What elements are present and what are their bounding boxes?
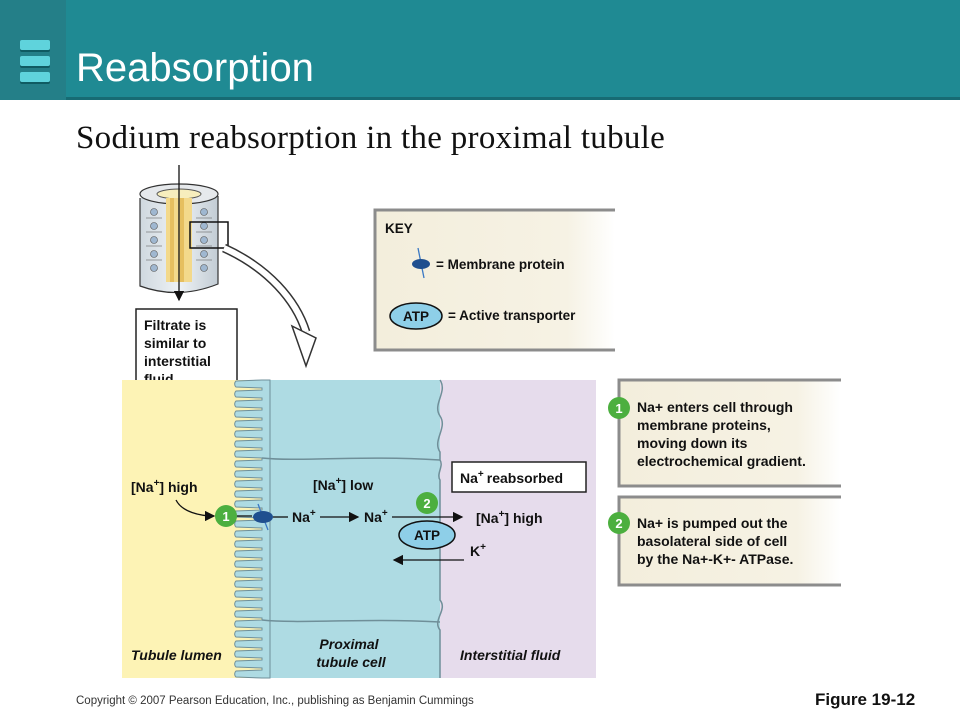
key-active-transporter: = Active transporter (448, 308, 576, 323)
slide-title: Reabsorption (76, 46, 314, 90)
step-2-badge (608, 512, 630, 534)
step-2-marker (416, 492, 438, 514)
label-tubule-cell: tubule cell (316, 654, 386, 670)
filtrate-line: Filtrate is (144, 317, 206, 333)
title-rule (66, 97, 960, 100)
figure-number: Figure 19-12 (815, 690, 916, 709)
tubule-lumen-region (122, 380, 262, 678)
step-2-line: Na+ is pumped out the (637, 515, 788, 531)
svg-text:2: 2 (423, 496, 430, 511)
tubule-illustration (139, 165, 317, 369)
step-2-line: basolateral side of cell (637, 533, 787, 549)
step-1-line: membrane proteins, (637, 417, 771, 433)
key-atp-symbol: ATP (403, 309, 429, 324)
key-heading: KEY (385, 221, 413, 236)
k-ion: K+ (470, 542, 486, 559)
na-high-lumen: [Na+] high (131, 478, 198, 495)
na-ion-cell: Na+ (364, 508, 388, 525)
tissue-diagram: [Na+] high [Na+] low Na+reabsorbed 1 Na+… (122, 379, 596, 679)
active-transporter-icon (389, 302, 443, 330)
key-box: KEY = Membrane protein ATP = Active tran… (373, 208, 615, 352)
step-1-line: Na+ enters cell through (637, 399, 793, 415)
na-reabsorbed-box (451, 461, 587, 493)
label-proximal: Proximal (319, 636, 379, 652)
label-tubule-lumen: Tubule lumen (131, 647, 222, 663)
membrane-protein-icon (412, 259, 430, 269)
filtrate-line: similar to (144, 335, 206, 351)
svg-text:1: 1 (222, 509, 229, 524)
step-1-badge (608, 397, 630, 419)
step-1-line: electrochemical gradient. (637, 453, 806, 469)
slide-subtitle: Sodium reabsorption in the proximal tubu… (76, 120, 666, 156)
na-reabsorbed-label: Na+reabsorbed (460, 469, 563, 486)
na-high-interstitial: [Na+] high (476, 509, 543, 526)
step-1-line: moving down its (637, 435, 748, 451)
label-interstitial: Interstitial fluid (460, 647, 561, 663)
key-membrane-protein: = Membrane protein (436, 257, 565, 272)
step-2-box: 2 Na+ is pumped out the basolateral side… (608, 495, 841, 587)
microvilli-border (234, 379, 271, 679)
step-1-box: 1 Na+ enters cell through membrane prote… (608, 378, 841, 488)
na-low-cell: [Na+] low (313, 476, 373, 493)
interstitial-region (440, 380, 596, 678)
na-ion-entering: Na+ (292, 508, 316, 525)
copyright-notice: Copyright © 2007 Pearson Education, Inc.… (76, 695, 474, 707)
logo-bar-icon (20, 56, 50, 66)
logo-bar-icon (20, 72, 50, 82)
logo-box (0, 0, 66, 100)
step-1-marker (215, 505, 237, 527)
filtrate-line: interstitial (144, 353, 211, 369)
title-bar: Reabsorption (0, 0, 960, 100)
membrane-protein-icon (253, 511, 273, 523)
svg-text:1: 1 (615, 401, 622, 416)
atp-label: ATP (414, 528, 440, 543)
atpase-transporter-icon (398, 520, 456, 550)
step-2-line: by the Na+-K+- ATPase. (637, 551, 793, 567)
logo-bar-icon (20, 40, 50, 50)
svg-text:2: 2 (615, 516, 622, 531)
